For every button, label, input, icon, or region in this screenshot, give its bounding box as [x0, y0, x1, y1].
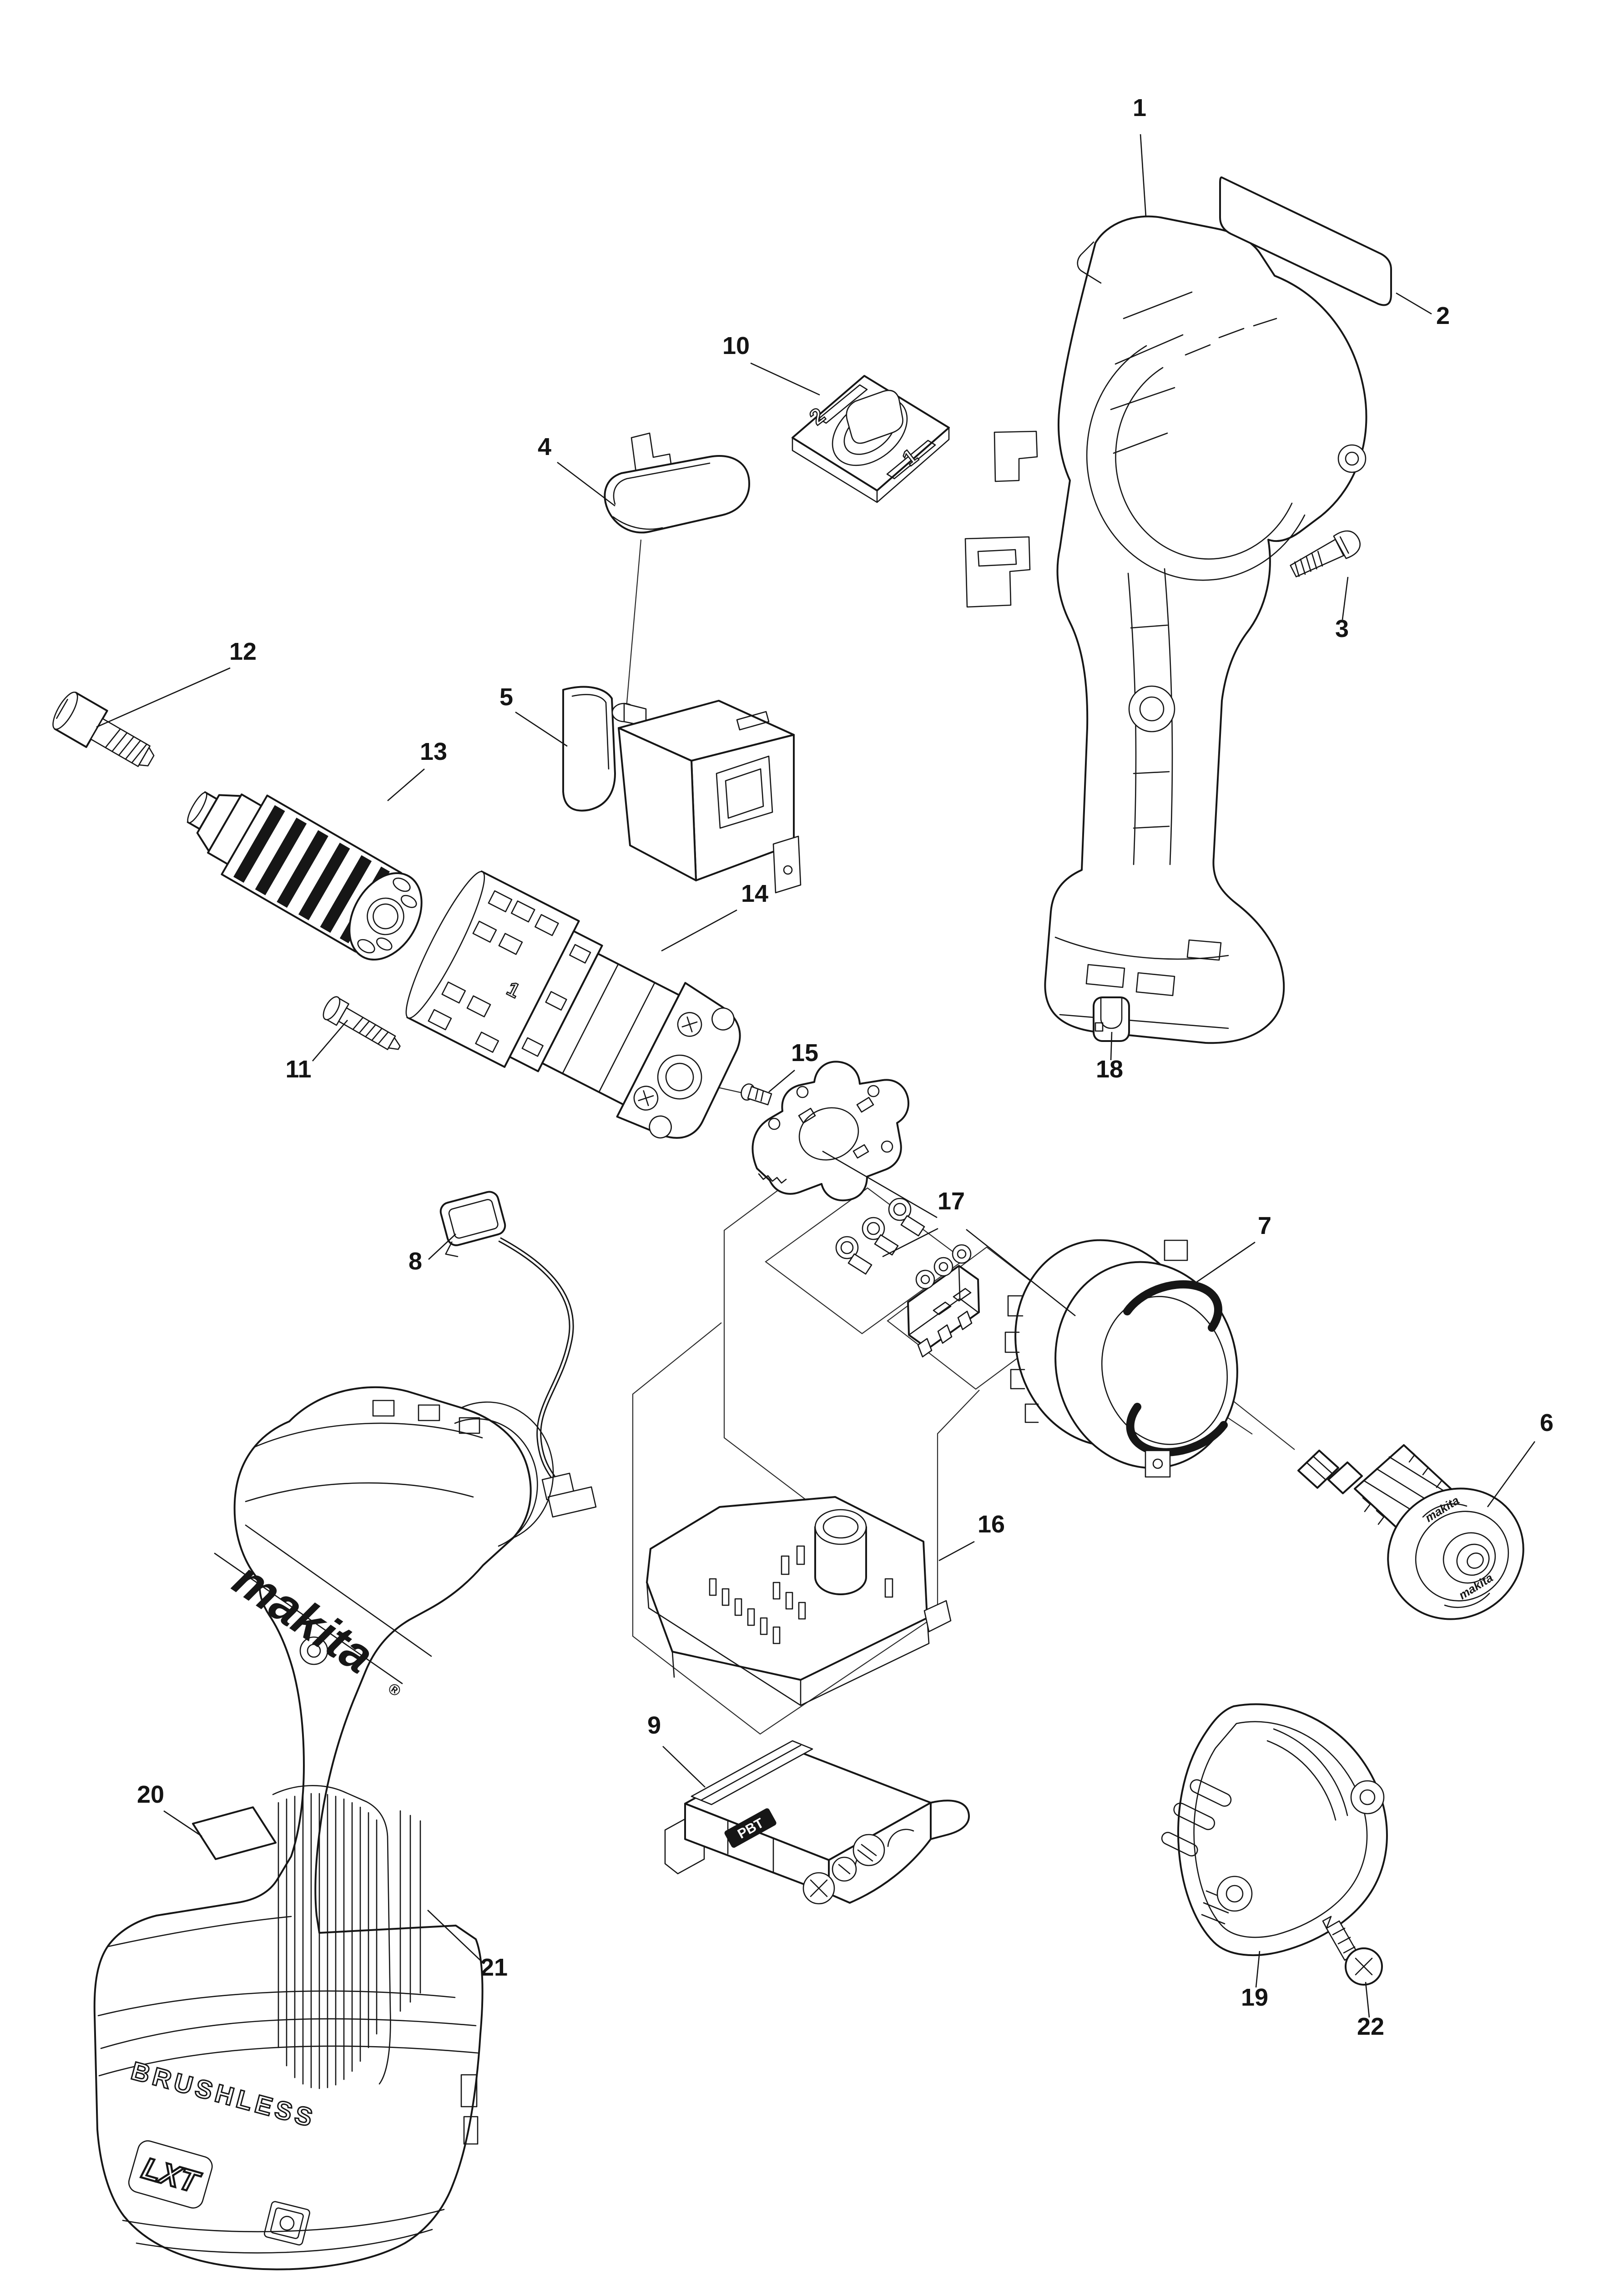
chuck-drawing — [187, 791, 423, 961]
led-lamp-wire-drawing — [439, 1191, 597, 1518]
leader-line-12 — [96, 667, 231, 728]
callout-number-17: 17 — [938, 1188, 965, 1215]
gear-housing-screw-drawing — [323, 996, 401, 1050]
stator-drawing — [1004, 1239, 1238, 1478]
leader-line-17 — [822, 1150, 938, 1218]
leader-line-8 — [428, 1234, 456, 1260]
callout-number-21: 21 — [480, 1954, 508, 1981]
leader-line-19 — [1255, 1951, 1261, 1988]
callout-number-22: 22 — [1357, 2013, 1384, 2040]
rear-cover-drawing — [1161, 1703, 1388, 1956]
leader-line-10 — [750, 362, 820, 396]
leader-line-20 — [163, 1810, 202, 1837]
switch-drawing — [562, 686, 802, 894]
callout-number-14: 14 — [741, 880, 768, 907]
callout-number-1: 1 — [1133, 94, 1146, 121]
leader-line-1 — [1140, 134, 1147, 217]
speed-lever-drawing: 2 1 — [792, 375, 950, 503]
terminal-strip-drawing — [907, 1244, 980, 1358]
leader-line-13 — [387, 768, 425, 801]
callout-number-20: 20 — [137, 1781, 164, 1808]
tapping-screw-drawing — [1322, 1916, 1383, 1986]
wire-clip-drawing — [1093, 996, 1130, 1042]
leader-line-9 — [662, 1746, 706, 1788]
leader-line-15 — [768, 1070, 795, 1092]
caution-label-drawing — [192, 1806, 277, 1860]
leader-line-22 — [1365, 1982, 1370, 2018]
callout-number-3: 3 — [1335, 615, 1349, 642]
leader-line-21 — [427, 1910, 484, 1964]
terminal-screws-drawing — [835, 1198, 925, 1275]
callout-number-19: 19 — [1241, 1984, 1268, 2011]
callout-number-18: 18 — [1096, 1056, 1123, 1083]
housing-screw-drawing — [1290, 530, 1361, 577]
gear-assembly-drawing: 1 — [405, 870, 741, 1139]
controller-drawing — [646, 1496, 952, 1706]
callout-number-11: 11 — [285, 1056, 311, 1083]
callout-number-16: 16 — [978, 1511, 1005, 1538]
leader-line-2 — [1396, 292, 1432, 315]
leader-line-11 — [312, 1020, 348, 1062]
callout-number-15: 15 — [791, 1039, 818, 1067]
leader-line-16 — [938, 1541, 975, 1562]
trigger-drawing — [604, 432, 750, 534]
housing-set-drawing: makita ® BRUSHLESS LXT — [93, 1386, 554, 2270]
leader-line-6 — [1487, 1441, 1536, 1507]
callout-number-8: 8 — [409, 1248, 422, 1275]
callout-number-13: 13 — [420, 738, 447, 765]
leader-line-18 — [1110, 1031, 1113, 1061]
leader-line-17 — [882, 1228, 938, 1258]
callout-number-7: 7 — [1258, 1212, 1271, 1239]
leader-line-7 — [1196, 1241, 1256, 1283]
leader-line-14 — [661, 909, 737, 952]
terminal-block-drawing: PBT — [664, 1740, 970, 1905]
leader-line-4 — [557, 461, 615, 507]
housing-half-drawing — [964, 215, 1367, 1044]
leader-line-3 — [1342, 576, 1349, 620]
callout-number-5: 5 — [499, 683, 513, 711]
callout-number-6: 6 — [1540, 1409, 1553, 1436]
rotor-drawing: makita makita — [1297, 1444, 1524, 1620]
motor-mount-screw-drawing — [741, 1083, 772, 1106]
callout-number-2: 2 — [1436, 302, 1450, 329]
callout-number-10: 10 — [722, 332, 750, 359]
nameplate-label-drawing — [1219, 176, 1392, 306]
callout-number-9: 9 — [647, 1712, 661, 1739]
callout-number-12: 12 — [229, 638, 257, 665]
terminal-set-drawing — [751, 1061, 980, 1358]
leader-line-17 — [966, 1228, 1076, 1317]
chuck-bolt-drawing — [52, 692, 155, 767]
mount-screws — [633, 1012, 702, 1111]
leader-line-5 — [515, 711, 568, 747]
base-button — [263, 2201, 310, 2246]
trigger-to-switch-line — [625, 539, 642, 708]
controller-projection-box — [632, 1322, 980, 1735]
callout-number-4: 4 — [538, 433, 551, 460]
